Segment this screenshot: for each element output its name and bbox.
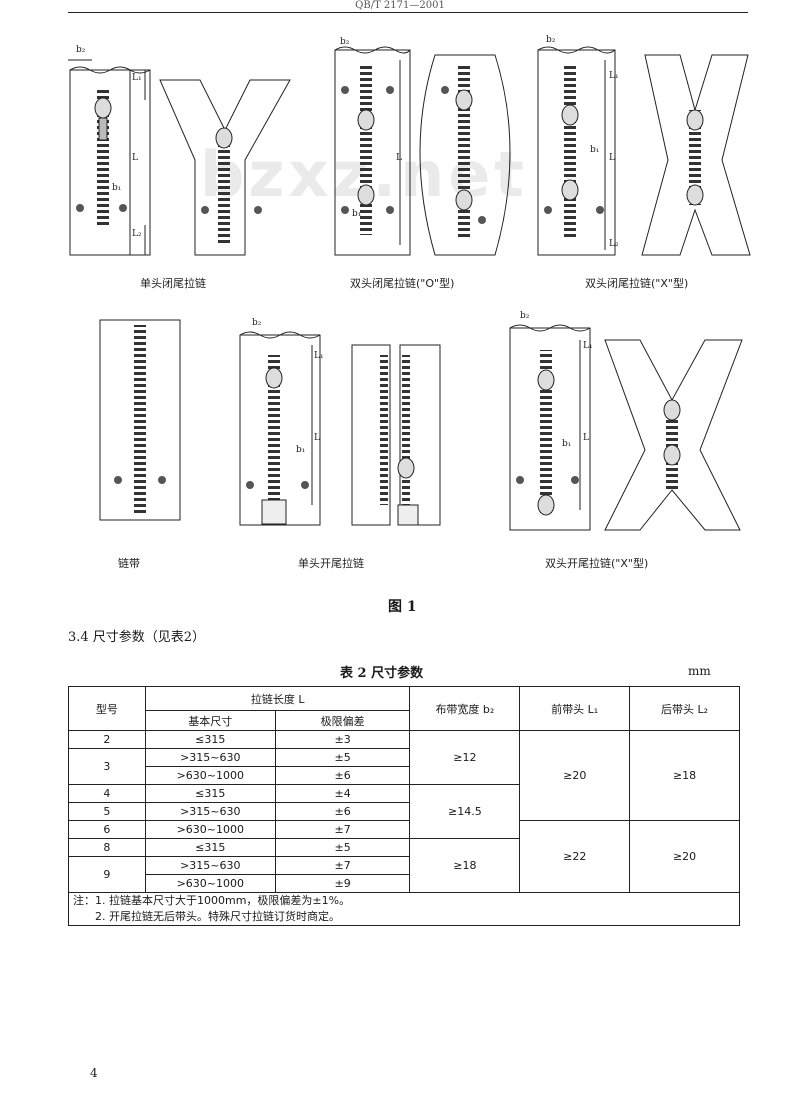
closed-double-o-zipper bbox=[334, 46, 511, 256]
caption-closed-single: 单头闭尾拉链 bbox=[140, 277, 206, 290]
caption-open-double-x: 双头开尾拉链("X"型) bbox=[545, 557, 649, 570]
closed-double-x-zipper bbox=[537, 46, 751, 256]
basic-cell: >315~630 bbox=[144, 856, 276, 875]
basic-cell: ≤315 bbox=[144, 784, 276, 803]
dim-b1-3: b₁ bbox=[590, 145, 599, 155]
basic-cell: >630~1000 bbox=[144, 874, 276, 893]
standard-code: QB/T 2171—2001 bbox=[355, 0, 445, 11]
model-cell: 4 bbox=[68, 784, 146, 803]
caption-open-single: 单头开尾拉链 bbox=[298, 557, 364, 570]
table-notes: 注：1. 拉链基本尺寸大于1000mm，极限偏差为±1%。 2. 开尾拉链无后带… bbox=[68, 892, 740, 926]
header-basic: 基本尺寸 bbox=[144, 710, 276, 731]
header-model: 型号 bbox=[68, 686, 146, 731]
basic-cell: >630~1000 bbox=[144, 766, 276, 785]
basic-cell: >315~630 bbox=[144, 802, 276, 821]
dim-l-2: L bbox=[396, 153, 402, 163]
open-double-x-zipper bbox=[509, 324, 743, 531]
dim-b2-3: b₂ bbox=[546, 35, 556, 45]
caption-chain: 链带 bbox=[118, 557, 140, 570]
spec-table: 型号 拉链长度 L 布带宽度 b₂ 前带头 L₁ 后带头 L₂ 基本尺寸 极限偏… bbox=[68, 686, 740, 926]
tape-width-cell: ≥12 bbox=[409, 730, 521, 785]
dim-b1-5: b₁ bbox=[296, 445, 305, 455]
note-1: 注：1. 拉链基本尺寸大于1000mm，极限偏差为±1%。 bbox=[73, 894, 351, 907]
dim-l1-6: L₁ bbox=[583, 341, 593, 351]
dim-l-3: L bbox=[609, 153, 615, 163]
model-cell: 9 bbox=[68, 856, 146, 893]
section-title: 3.4 尺寸参数（见表2） bbox=[68, 630, 206, 645]
model-cell: 6 bbox=[68, 820, 146, 839]
chain-strip bbox=[99, 319, 181, 521]
dim-b2-1: b₂ bbox=[76, 45, 86, 55]
caption-closed-double-o: 双头闭尾拉链("O"型) bbox=[350, 277, 455, 290]
dim-b1-6: b₁ bbox=[562, 439, 571, 449]
basic-cell: >315~630 bbox=[144, 748, 276, 767]
closed-single-zipper bbox=[68, 59, 291, 256]
zipper-figure: bzxz.net bbox=[68, 35, 751, 570]
dim-l1-3: L₁ bbox=[609, 71, 619, 81]
tol-cell: ±6 bbox=[274, 802, 411, 821]
dim-l2-1: L₂ bbox=[132, 229, 142, 239]
note-2: 2. 开尾拉链无后带头。特殊尺寸拉链订货时商定。 bbox=[95, 910, 340, 923]
header-rear: 后带头 L₂ bbox=[629, 686, 740, 731]
tape-width-cell: ≥18 bbox=[409, 838, 521, 893]
dim-b1-1: b₁ bbox=[112, 183, 121, 193]
basic-cell: >630~1000 bbox=[144, 820, 276, 839]
basic-cell: ≤315 bbox=[144, 730, 276, 749]
rear-cell: ≥18 bbox=[629, 730, 740, 821]
dim-l1-1: L₁ bbox=[132, 73, 142, 83]
dim-l2-3: L₂ bbox=[609, 239, 619, 249]
caption-closed-double-x: 双头闭尾拉链("X"型) bbox=[585, 277, 689, 290]
dim-l-1: L bbox=[132, 153, 138, 163]
dim-b2-6: b₂ bbox=[520, 311, 530, 321]
rear-cell: ≥20 bbox=[629, 820, 740, 893]
tol-cell: ±9 bbox=[274, 874, 411, 893]
tol-cell: ±5 bbox=[274, 838, 411, 857]
table-title: 表 2 尺寸参数 bbox=[340, 666, 424, 681]
figure-title: 图 1 bbox=[388, 599, 417, 615]
front-cell: ≥20 bbox=[519, 730, 631, 821]
table-unit: mm bbox=[688, 664, 711, 678]
dim-b2-5: b₂ bbox=[252, 318, 262, 328]
tol-cell: ±4 bbox=[274, 784, 411, 803]
basic-cell: ≤315 bbox=[144, 838, 276, 857]
model-cell: 3 bbox=[68, 748, 146, 785]
header-length: 拉链长度 L bbox=[144, 686, 411, 711]
dim-l-6: L bbox=[583, 433, 589, 443]
header-tolerance: 极限偏差 bbox=[274, 710, 411, 731]
page-number: 4 bbox=[90, 1066, 98, 1080]
dim-l1-5: L₁ bbox=[314, 351, 324, 361]
front-cell: ≥22 bbox=[519, 820, 631, 893]
dim-l-5: L bbox=[314, 433, 320, 443]
tol-cell: ±6 bbox=[274, 766, 411, 785]
tol-cell: ±5 bbox=[274, 748, 411, 767]
open-single-zipper bbox=[239, 331, 441, 526]
model-cell: 8 bbox=[68, 838, 146, 857]
header-tape-width: 布带宽度 b₂ bbox=[409, 686, 521, 731]
header-front: 前带头 L₁ bbox=[519, 686, 631, 731]
model-cell: 2 bbox=[68, 730, 146, 749]
header-rule bbox=[68, 12, 748, 13]
zipper-drawings: b₂ L₁ L b₁ L₂ b₂ L b₁ b₂ L₁ L b₁ L₂ b₂ L… bbox=[68, 35, 751, 531]
tol-cell: ±3 bbox=[274, 730, 411, 749]
dim-b1-2: b₁ bbox=[352, 209, 361, 219]
tol-cell: ±7 bbox=[274, 820, 411, 839]
tape-width-cell: ≥14.5 bbox=[409, 784, 521, 839]
tol-cell: ±7 bbox=[274, 856, 411, 875]
dim-b2-2: b₂ bbox=[340, 37, 350, 47]
model-cell: 5 bbox=[68, 802, 146, 821]
